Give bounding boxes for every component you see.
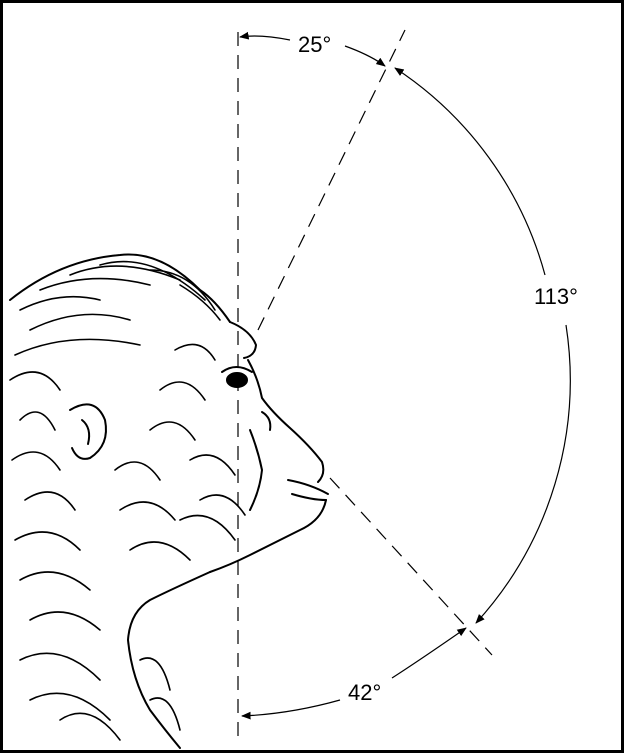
upper-angle-arc-right xyxy=(345,46,385,66)
large-arc-lower xyxy=(476,325,570,623)
primate-head-illustration xyxy=(10,254,328,748)
upper-angle-arc-left xyxy=(240,36,290,40)
angle-label-42: 42° xyxy=(348,680,381,705)
angle-label-113: 113° xyxy=(534,284,578,309)
lower-angle-arc-left xyxy=(242,700,340,716)
angle-label-25: 25° xyxy=(298,32,331,57)
large-arc-upper xyxy=(395,68,545,275)
lower-angle-arc-right xyxy=(392,628,466,678)
lower-sight-line xyxy=(330,478,492,655)
hair-strokes xyxy=(10,262,245,740)
upper-sight-line xyxy=(258,30,405,330)
